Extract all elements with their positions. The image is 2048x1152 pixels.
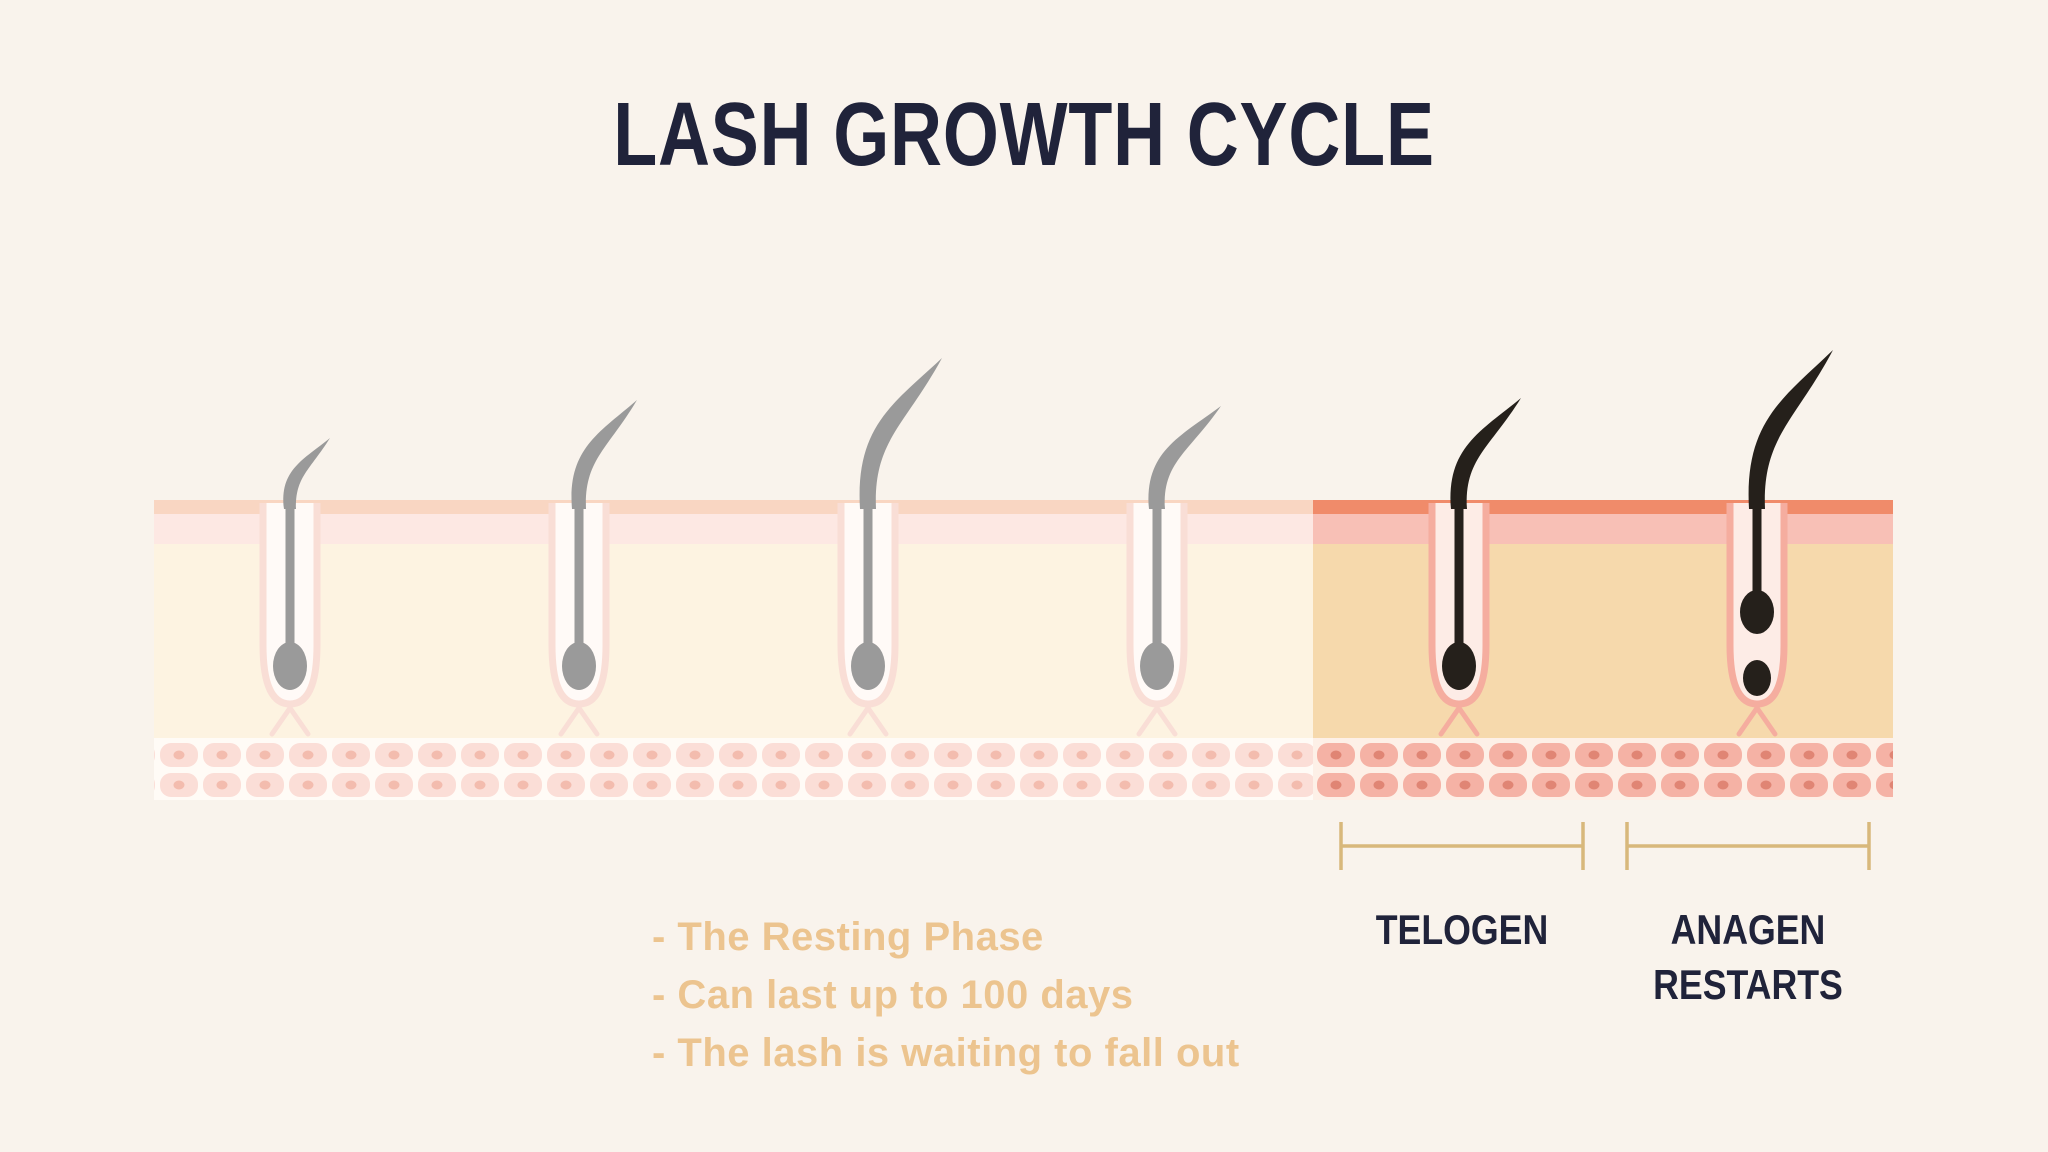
skin-section-highlighted [1313,500,1893,800]
hair-bulb [1140,642,1174,690]
dermal-papilla [1438,703,1480,737]
epidermis-strip-faded [154,500,1313,514]
anagen-restarts-bracket [1625,822,1871,870]
lash-hair [1748,350,1833,509]
hair-bulb [1442,642,1476,690]
dermal-papilla [269,703,311,737]
cell-layer-faded [154,740,1313,800]
lash-hair [283,438,330,509]
dermal-papilla [558,703,600,737]
hair-bulb [273,642,307,690]
anagen-label-line2: RESTARTS [1653,960,1843,1008]
dermis-faded [154,544,1313,738]
skin-section-faded [154,500,1313,800]
lash-hair [859,358,942,509]
follicle-4 [1126,406,1221,737]
follicle-2 [548,400,637,737]
lash-hair [571,400,637,509]
anagen-label-line1: ANAGEN [1670,906,1826,953]
dermis [1313,544,1893,738]
page-title: LASH GROWTH CYCLE [613,85,1435,185]
follicle-3 [837,358,942,737]
dermal-papilla [1736,703,1778,737]
follicle-anagen-restarts [1726,350,1833,737]
dermal-papilla [847,703,889,737]
anagen-restarts-label: ANAGEN RESTARTS [1645,903,1851,1012]
hair-bulb [562,642,596,690]
cell-layer [1313,740,1893,800]
telogen-bracket [1339,822,1585,870]
hair-bulb [851,642,885,690]
lash-hair [1450,398,1521,509]
old-hair-bulb [1740,590,1774,634]
new-hair-bulb [1743,660,1771,696]
lash-hair [1148,406,1221,509]
note-line: - The lash is waiting to fall out [652,1031,1240,1075]
telogen-label: TELOGEN [1375,906,1549,953]
dermal-papilla [1136,703,1178,737]
upper-dermis-faded [154,514,1313,544]
upper-dermis [1313,514,1893,544]
follicles-group [259,350,1833,737]
follicle-1 [259,438,330,737]
note-line: - Can last up to 100 days [652,973,1134,1017]
note-line: - The Resting Phase [652,915,1044,959]
resting-phase-notes: - The Resting Phase - Can last up to 100… [652,908,1240,1082]
follicle-telogen [1428,398,1521,737]
epidermis-strip [1313,500,1893,514]
